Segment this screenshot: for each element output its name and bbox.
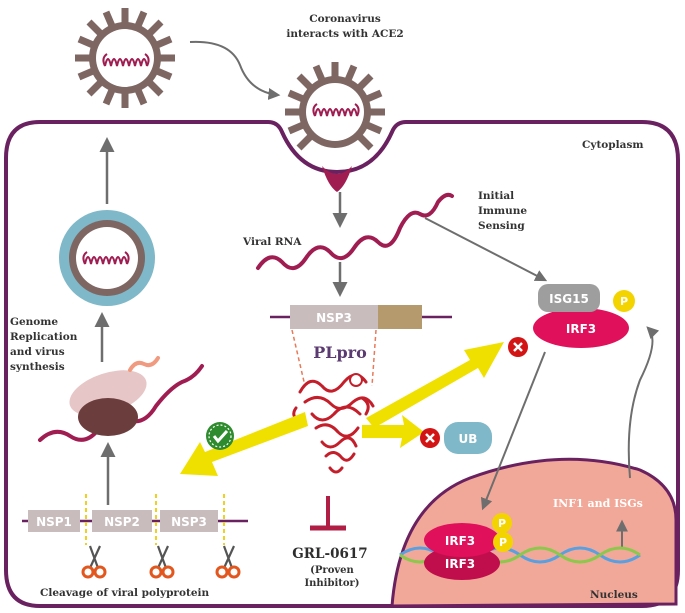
cleavage-label: Cleavage of viral polyprotein	[40, 587, 209, 599]
plpro-label: PLpro	[313, 343, 367, 362]
viral-rna	[256, 192, 454, 270]
viral-rna-label: Viral RNA	[242, 236, 302, 248]
phospho-label: P	[620, 295, 628, 308]
grl-label: GRL-0617	[292, 546, 367, 562]
immune-sensing-arrow	[424, 217, 548, 282]
plpro-dash-right	[371, 329, 377, 387]
immune-label-2: Immune	[478, 205, 527, 217]
genome-label-4: synthesis	[10, 361, 65, 373]
isg15-yellow-arrow	[366, 342, 504, 428]
nsp3-polyprotein-box	[160, 510, 218, 532]
proven-label-2: Inhibitor)	[304, 578, 359, 589]
scissors-icon	[81, 545, 107, 579]
isg15-label: ISG15	[549, 292, 589, 306]
nsp3-box-label: NSP3	[316, 311, 352, 325]
entry-arrow	[189, 40, 281, 100]
genome-label-1: Genome	[10, 316, 58, 328]
coronavirus-label-1: Coronavirus	[309, 13, 381, 25]
phospho-label-1: P	[498, 517, 506, 530]
cleavage-yellow-arrow	[180, 412, 308, 476]
nsp3-polyprotein-label: NSP3	[171, 515, 207, 529]
irf3-nucleus-label-1: IRF3	[445, 534, 475, 548]
plpro-active-site	[349, 373, 363, 387]
immune-label-3: Sensing	[478, 220, 525, 232]
nsp1-box	[28, 510, 80, 532]
irf3-to-nucleus-arrow	[480, 351, 546, 511]
nucleus-label: Nucleus	[590, 589, 638, 601]
isg15-box	[538, 284, 600, 312]
phospho-circle	[493, 532, 513, 552]
plpro-dash-left	[291, 329, 306, 387]
ub-yellow-arrow	[362, 415, 424, 448]
phospho-circle	[613, 290, 635, 312]
irf3-nucleus-top	[424, 523, 500, 557]
coronavirus-icon	[75, 8, 175, 108]
ub-label: UB	[459, 432, 478, 446]
ub-box	[444, 422, 492, 454]
ace2-receptor-icon	[322, 166, 352, 192]
nsp1-label: NSP1	[36, 515, 72, 529]
nsp3-domain-box	[378, 305, 422, 329]
nsp2-label: NSP2	[104, 515, 140, 529]
isg-feedback-arrow	[627, 326, 660, 479]
nsp2-box	[92, 510, 152, 532]
proven-label-1: (Proven	[310, 565, 354, 576]
phospho-label-2: P	[499, 536, 507, 549]
genome-label-2: Replication	[10, 331, 78, 343]
nsp3-box	[290, 305, 378, 329]
scissors-icon	[149, 545, 175, 579]
cross-mark-icon	[508, 337, 528, 357]
cross-mark-icon	[420, 428, 440, 448]
vesicle-virus-icon	[59, 210, 155, 306]
coronavirus-label-2: interacts with ACE2	[286, 28, 403, 40]
irf3-nucleus-label-2: IRF3	[445, 557, 475, 571]
genome-label-3: and virus	[10, 346, 65, 358]
coronavirus-icon	[285, 62, 385, 151]
irf3-cytoplasm	[533, 308, 629, 348]
immune-label-1: Initial	[478, 190, 514, 202]
irf3-cytoplasm-label: IRF3	[566, 322, 596, 336]
scissors-icon	[215, 545, 241, 579]
inf1-label: INF1 and ISGs	[553, 497, 643, 510]
ribosome-icon	[38, 356, 204, 442]
cytoplasm-label: Cytoplasm	[582, 139, 643, 151]
check-mark-icon	[206, 422, 234, 450]
phospho-circle	[492, 513, 512, 533]
